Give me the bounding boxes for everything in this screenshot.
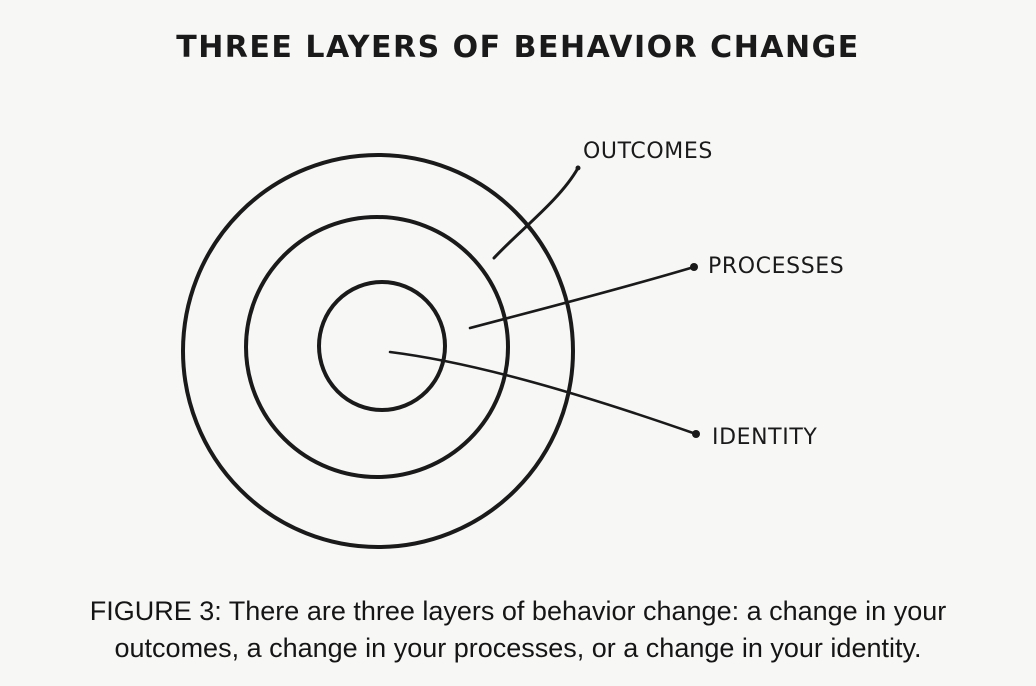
caption-line-1: FIGURE 3: There are three layers of beha… [89, 596, 947, 626]
label-outcomes: OUTCOMES [583, 139, 713, 164]
inner-ring-identity [317, 280, 447, 412]
leader-line-outcomes [492, 166, 580, 260]
leader-line-identity [388, 350, 698, 436]
leader-line-processes [468, 265, 696, 330]
caption-line-2: outcomes, a change in your processes, or… [114, 633, 922, 663]
middle-ring-processes [244, 215, 510, 479]
diagram-title: THREE LAYERS OF BEHAVIOR CHANGE [176, 30, 860, 65]
outer-ring-outcomes [181, 153, 575, 549]
leader-dot-outcomes [575, 165, 581, 171]
leader-dot-processes [690, 263, 698, 271]
label-processes: PROCESSES [708, 254, 845, 279]
label-identity: IDENTITY [712, 425, 818, 450]
figure-caption: FIGURE 3: There are three layers of beha… [0, 593, 1036, 667]
leader-dot-identity [692, 430, 700, 438]
